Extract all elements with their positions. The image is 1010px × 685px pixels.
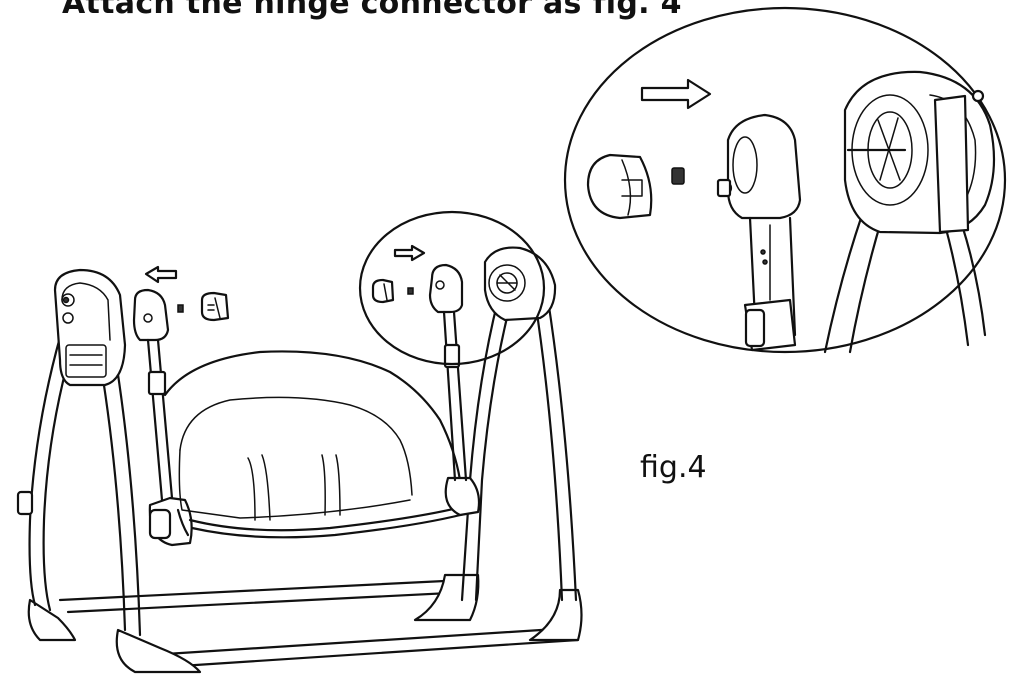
right-swing-arm xyxy=(428,263,468,482)
instruction-caption: Attach the hinge connector as fig. 4 xyxy=(62,0,682,21)
large-detail-circle xyxy=(563,6,1007,354)
left-small-screw xyxy=(177,304,184,313)
large-hinge-cap xyxy=(586,153,653,220)
small-detail-circle xyxy=(358,210,546,366)
large-swing-arm xyxy=(716,113,802,352)
right-legs xyxy=(444,298,578,602)
swing-seat xyxy=(163,350,474,539)
figure-label: fig.4 xyxy=(640,450,707,485)
left-arrow-icon xyxy=(144,265,178,284)
large-small-screw xyxy=(671,167,685,185)
left-swing-arm xyxy=(132,288,193,547)
small-hinge-cap xyxy=(371,278,395,304)
right-motor-housing xyxy=(483,246,557,322)
large-right-arrow-icon xyxy=(640,78,712,110)
small-screw xyxy=(407,287,414,295)
right-front-foot xyxy=(528,588,583,642)
base-frame xyxy=(27,573,583,674)
small-right-arrow-icon xyxy=(393,244,426,262)
large-motor-housing xyxy=(843,70,996,235)
left-rear-foot xyxy=(27,598,77,642)
left-front-foot xyxy=(115,628,202,674)
large-leg-tubes xyxy=(823,213,987,354)
left-motor-housing xyxy=(53,268,127,387)
left-hinge-cap xyxy=(200,291,230,322)
